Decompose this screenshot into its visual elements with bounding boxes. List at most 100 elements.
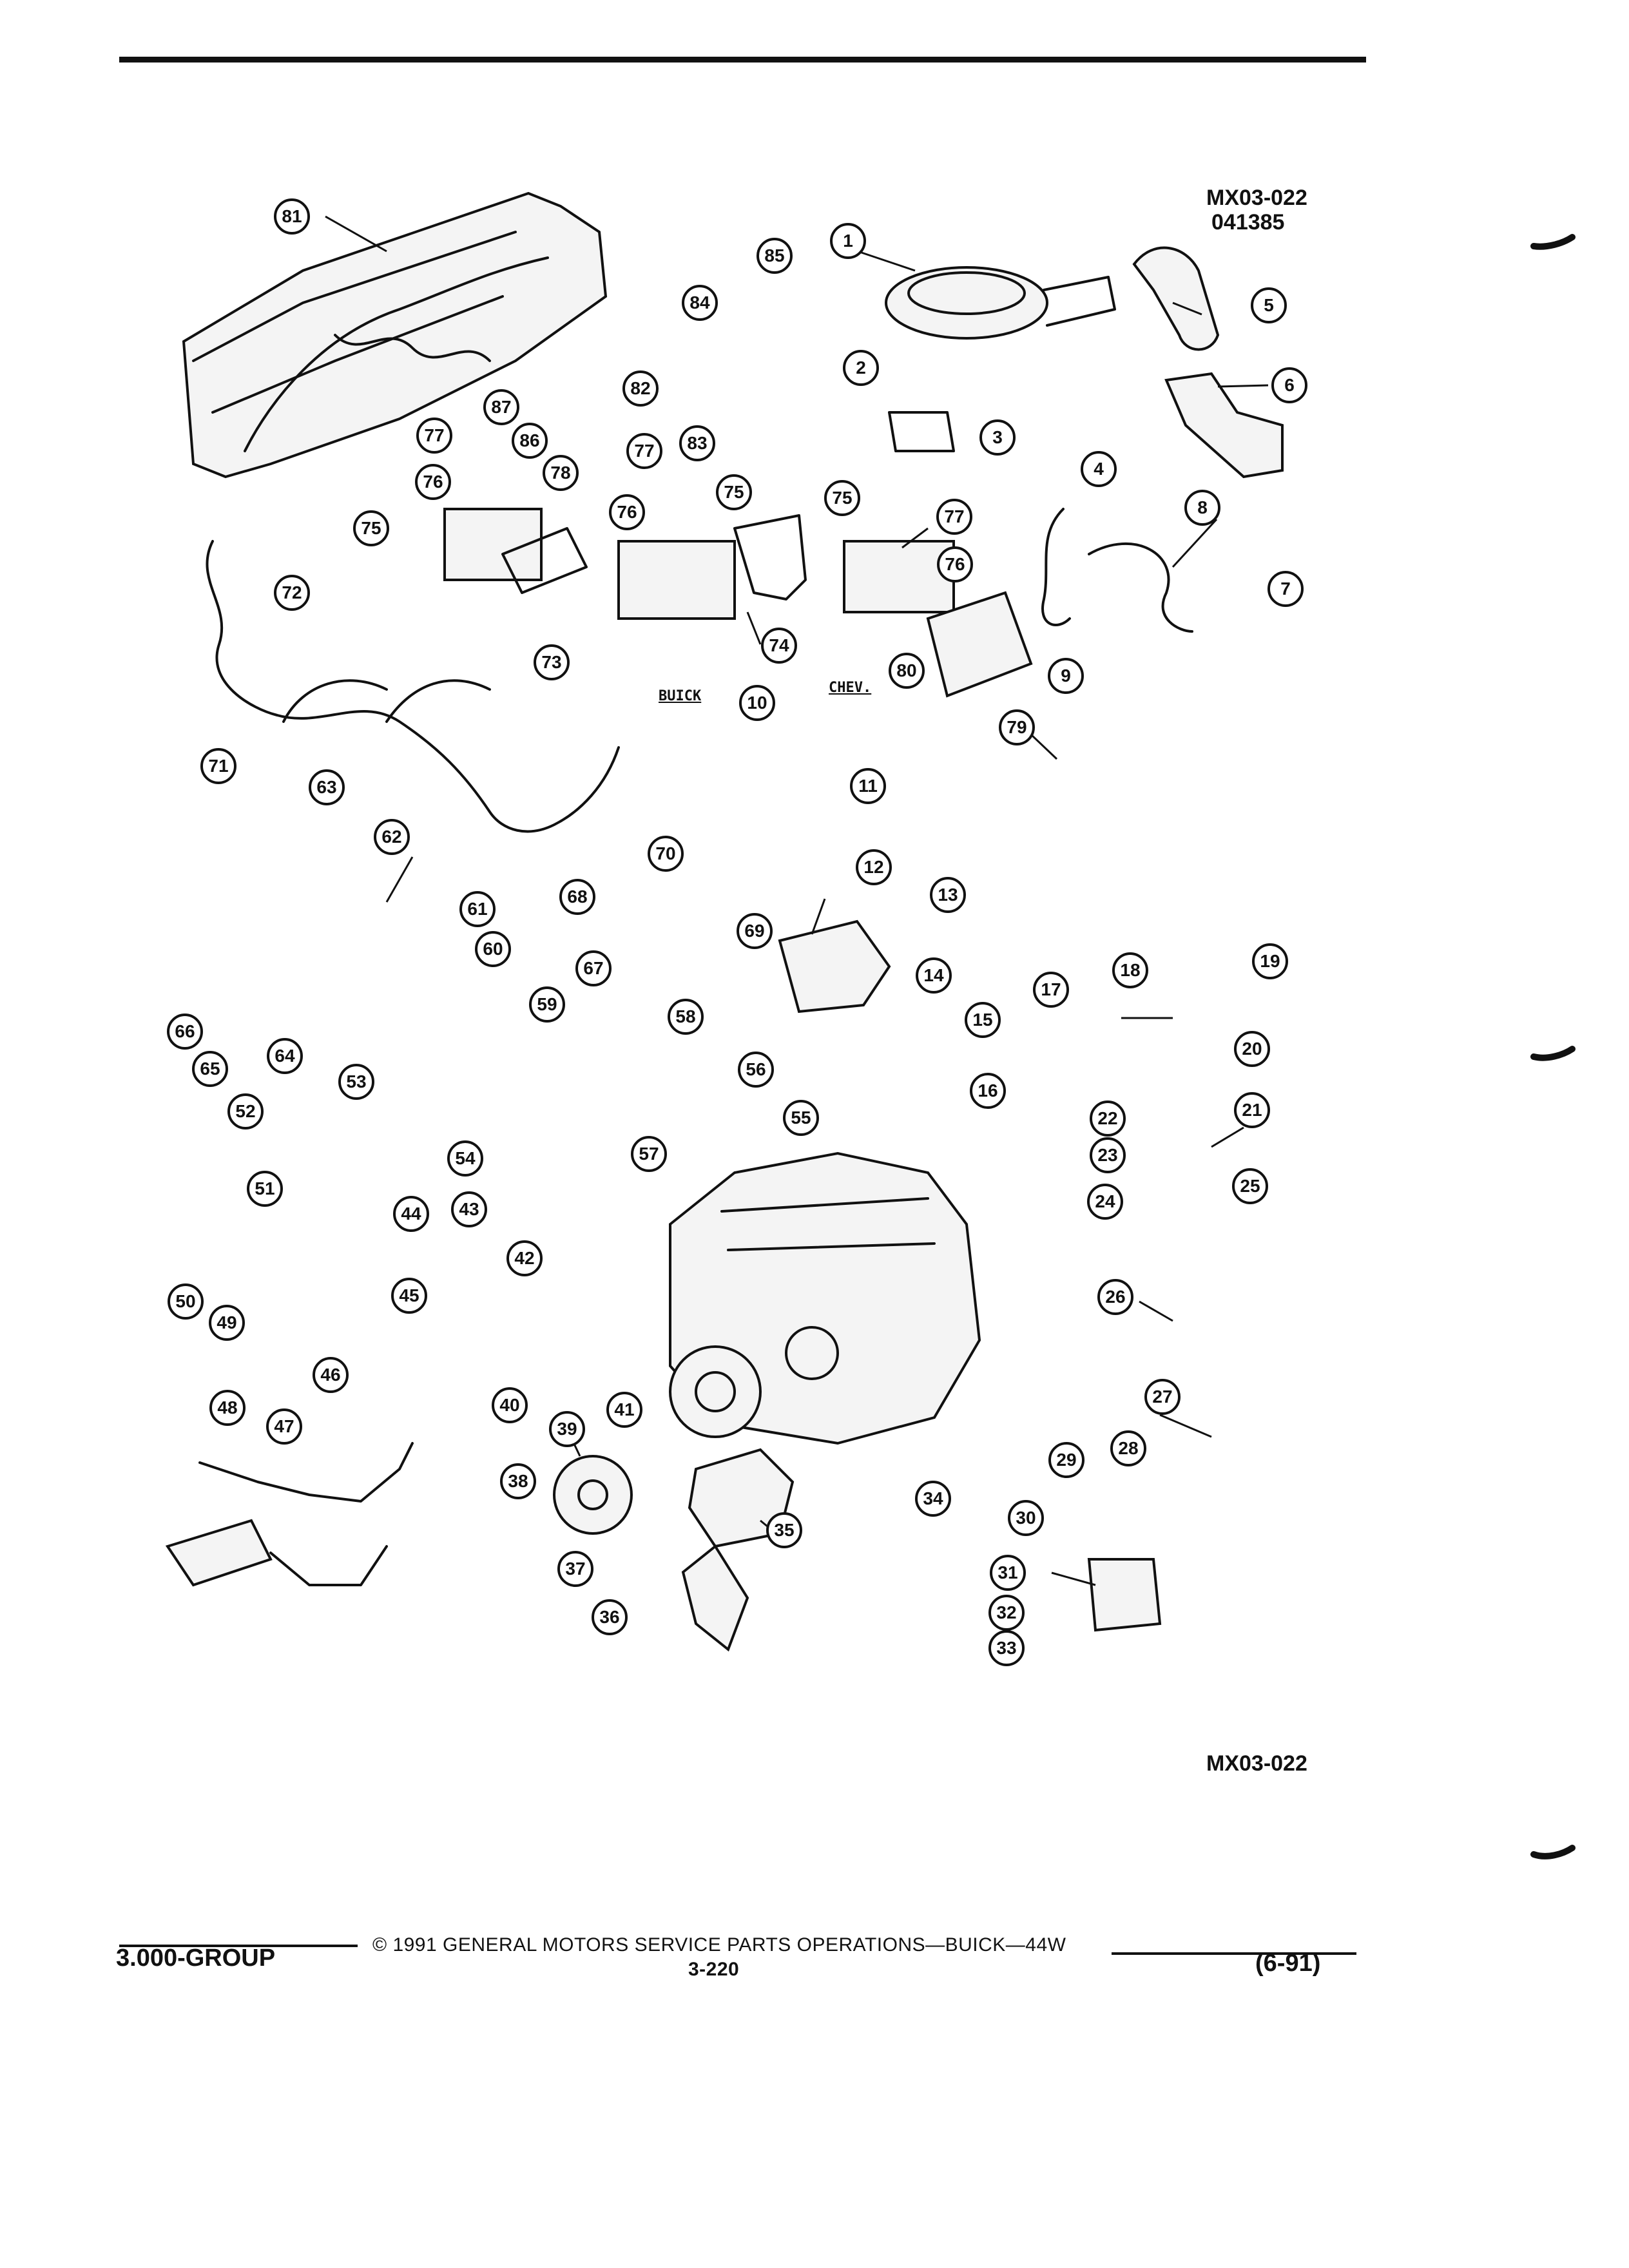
- callout-48: 48: [209, 1390, 246, 1426]
- pump-bracket: [681, 1544, 749, 1652]
- air-cleaner: [885, 266, 1116, 340]
- callout-58: 58: [668, 999, 704, 1035]
- callout-24: 24: [1087, 1184, 1123, 1220]
- callout-32: 32: [988, 1595, 1025, 1631]
- callout-62: 62: [374, 819, 410, 855]
- callout-31: 31: [990, 1555, 1026, 1591]
- callout-84: 84: [682, 285, 718, 321]
- chev-tag: CHEV.: [829, 680, 872, 696]
- callout-19: 19: [1252, 943, 1288, 979]
- callout-8: 8: [1184, 490, 1220, 526]
- callout-26: 26: [1097, 1279, 1133, 1315]
- callout-44: 44: [393, 1196, 429, 1232]
- callout-87: 87: [483, 389, 519, 425]
- callout-77c: 77: [936, 499, 972, 535]
- callout-61: 61: [459, 891, 496, 927]
- gasket: [888, 411, 955, 452]
- footer-page-number: 3-220: [688, 1959, 740, 1980]
- callout-11: 11: [850, 768, 886, 804]
- callout-66: 66: [167, 1014, 203, 1050]
- callout-75a: 75: [353, 510, 389, 546]
- callout-47: 47: [266, 1408, 302, 1445]
- callout-54: 54: [447, 1140, 483, 1177]
- engine-harness: [206, 540, 620, 833]
- callout-2: 2: [843, 350, 879, 386]
- throttle-body: [778, 919, 891, 1014]
- callout-40: 40: [492, 1387, 528, 1423]
- diagram-date: 041385: [1211, 210, 1285, 235]
- callout-57: 57: [631, 1136, 667, 1172]
- callout-29: 29: [1048, 1442, 1084, 1478]
- callout-16: 16: [970, 1073, 1006, 1109]
- callout-15: 15: [965, 1002, 1001, 1038]
- callout-56: 56: [738, 1052, 774, 1088]
- callout-20: 20: [1234, 1031, 1270, 1067]
- callout-27: 27: [1144, 1379, 1181, 1415]
- callout-70: 70: [648, 836, 684, 872]
- callout-6: 6: [1271, 367, 1307, 403]
- callout-49: 49: [209, 1305, 245, 1341]
- callout-9: 9: [1048, 658, 1084, 694]
- instrument-panel-harness: [182, 191, 608, 479]
- callout-21: 21: [1234, 1092, 1270, 1128]
- callout-12: 12: [856, 849, 892, 885]
- callout-10: 10: [739, 685, 775, 721]
- callout-69: 69: [737, 913, 773, 949]
- footer-date-code: (6-91): [1255, 1950, 1321, 1977]
- callout-76b: 76: [609, 494, 645, 530]
- footer-rule-left: [119, 1945, 358, 1947]
- callout-77a: 77: [416, 418, 452, 454]
- callout-65: 65: [192, 1051, 228, 1087]
- callout-36: 36: [592, 1599, 628, 1635]
- callout-77b: 77: [626, 433, 662, 469]
- callout-51: 51: [247, 1171, 283, 1207]
- callout-3: 3: [979, 419, 1016, 456]
- bracket-79: [926, 591, 1033, 698]
- callout-52: 52: [227, 1093, 264, 1129]
- bracket-74: [733, 514, 807, 601]
- callout-53: 53: [338, 1064, 374, 1100]
- callout-73: 73: [534, 644, 570, 680]
- callout-83: 83: [679, 425, 715, 461]
- bottom-diagram-code: MX03-022: [1206, 1751, 1307, 1776]
- callout-75c: 75: [824, 480, 860, 516]
- callout-81: 81: [274, 198, 310, 235]
- pulley: [553, 1455, 633, 1535]
- callout-79: 79: [999, 709, 1035, 745]
- footer-copyright: © 1991 GENERAL MOTORS SERVICE PARTS OPER…: [372, 1934, 1066, 1956]
- ecm-module-right: [843, 540, 955, 613]
- ecm-module-center: [617, 540, 736, 620]
- callout-4: 4: [1081, 451, 1117, 487]
- callout-50: 50: [168, 1283, 204, 1320]
- callout-64: 64: [267, 1038, 303, 1074]
- callout-5: 5: [1251, 287, 1287, 323]
- callout-34: 34: [915, 1481, 951, 1517]
- callout-14: 14: [916, 957, 952, 994]
- callout-63: 63: [309, 769, 345, 805]
- callout-78: 78: [543, 455, 579, 491]
- callout-45: 45: [391, 1278, 427, 1314]
- callout-25: 25: [1232, 1168, 1268, 1204]
- callout-59: 59: [529, 986, 565, 1023]
- callout-35: 35: [766, 1512, 802, 1548]
- callout-22: 22: [1090, 1100, 1126, 1137]
- callout-33: 33: [988, 1630, 1025, 1666]
- footer-group: 3.000-GROUP: [116, 1945, 276, 1972]
- callout-38: 38: [500, 1463, 536, 1499]
- engine-assembly: [669, 1151, 981, 1445]
- callout-39: 39: [549, 1411, 585, 1447]
- buick-tag: BUICK: [659, 688, 702, 704]
- top-rule: [119, 57, 1366, 62]
- heat-hose: [1041, 508, 1071, 626]
- callout-72: 72: [274, 575, 310, 611]
- callout-17: 17: [1033, 972, 1069, 1008]
- callout-43: 43: [451, 1191, 487, 1227]
- callout-80: 80: [889, 653, 925, 689]
- heat-pipe: [1088, 542, 1193, 633]
- callout-13: 13: [930, 877, 966, 913]
- callout-41: 41: [606, 1392, 642, 1428]
- callout-76a: 76: [415, 464, 451, 500]
- callout-23: 23: [1090, 1137, 1126, 1173]
- catalytic-converter: [165, 1519, 273, 1587]
